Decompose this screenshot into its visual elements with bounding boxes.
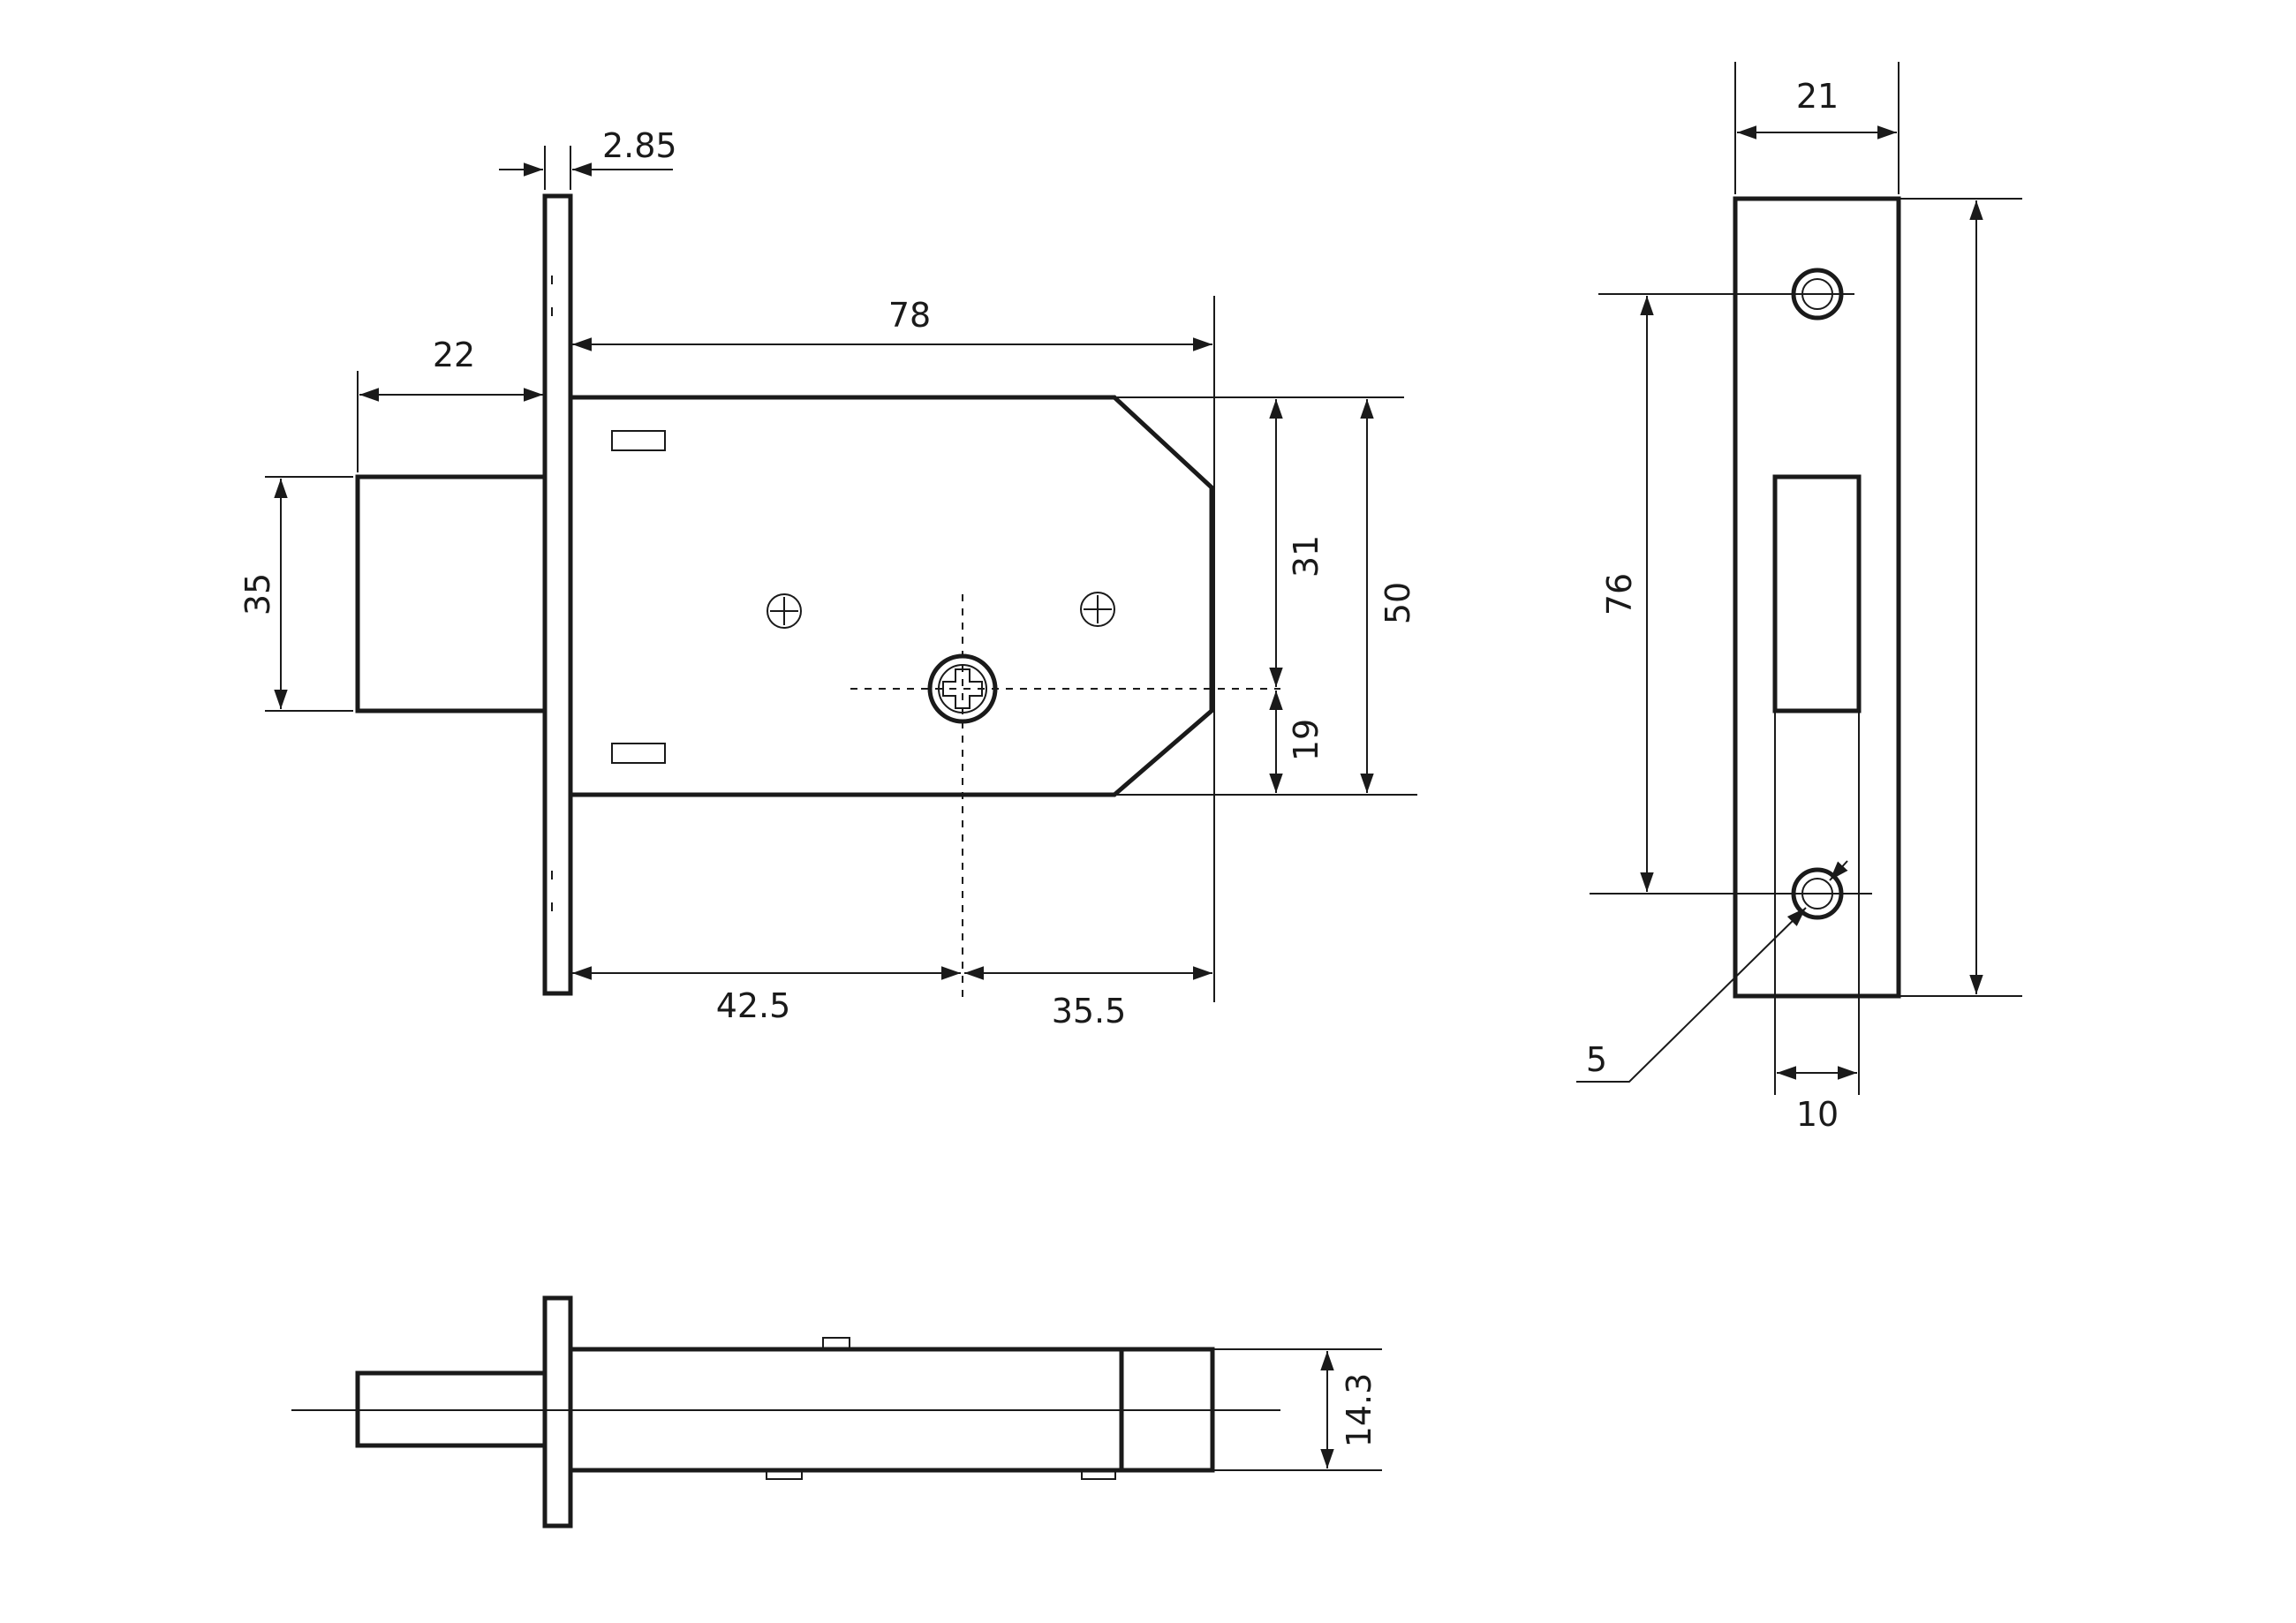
dim-screw-spacing: 76 xyxy=(1600,573,1639,615)
dim-body-height: 50 xyxy=(1378,582,1417,624)
dim-bolt-slot-width: 10 xyxy=(1796,1095,1839,1134)
top-view: 14.3 xyxy=(291,1295,1382,1529)
front-extension-lines xyxy=(265,146,1417,1002)
lock-body xyxy=(568,395,1214,797)
dim-lower-to-center: 19 xyxy=(1287,719,1325,761)
top-extension-lines xyxy=(1212,1348,1382,1471)
top-faceplate xyxy=(542,1295,573,1529)
bolt-slot xyxy=(1772,474,1862,713)
body-slot-top xyxy=(611,430,666,451)
dim-backset-right: 35.5 xyxy=(1052,992,1127,1030)
bolt xyxy=(355,474,548,713)
dim-faceplate-thickness: 2.85 xyxy=(602,126,677,165)
dim-bolt-height: 35 xyxy=(238,573,277,615)
dim-line-screw-hole xyxy=(1829,860,1848,881)
side-extension-lines xyxy=(1590,62,2022,997)
top-tab-lower-left xyxy=(766,1469,803,1480)
side-view: 21 76 5 10 xyxy=(1576,62,2022,1134)
dim-bolt-projection: 22 xyxy=(433,336,475,374)
dim-backset-left: 42.5 xyxy=(716,986,791,1025)
body-slot-bottom xyxy=(611,743,666,764)
top-tab-lower-right xyxy=(1081,1469,1116,1480)
dim-screw-hole-diameter: 5 xyxy=(1586,1040,1607,1079)
dim-faceplate-width: 21 xyxy=(1796,77,1839,116)
screw-right xyxy=(1080,592,1115,627)
front-view: 2.85 78 22 35 31 19 50 42.5 35.5 xyxy=(238,126,1417,1030)
faceplate xyxy=(542,193,573,996)
dim-body-length: 78 xyxy=(888,296,931,335)
leader-screw-hole xyxy=(1576,907,1807,1083)
dim-upper-to-center: 31 xyxy=(1287,535,1325,577)
dim-body-thickness: 14.3 xyxy=(1340,1373,1378,1448)
screw-left xyxy=(767,593,802,629)
bolt-slot-projection xyxy=(1774,711,1860,1095)
